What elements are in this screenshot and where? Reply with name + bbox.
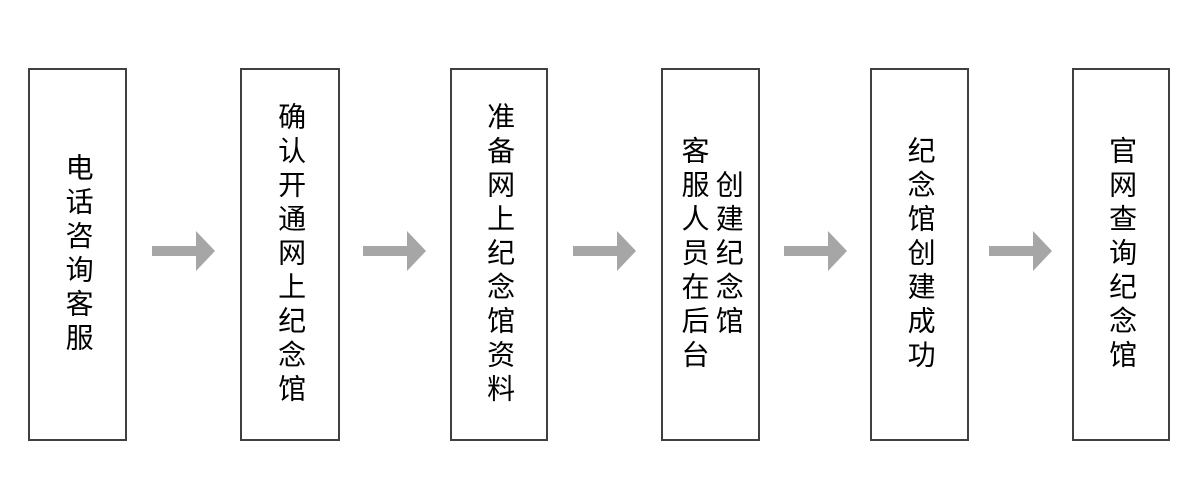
step-4-label-col-1: 客服人员在后台 [678,135,710,374]
right-arrow-icon-1 [152,231,215,271]
right-arrow-icon-3 [573,231,636,271]
flow-step-box-1: 电话咨询客服 [28,68,127,441]
flow-step-box-3: 准备网上纪念馆资料 [450,68,548,441]
step-3-label: 准备网上纪念馆资料 [484,101,516,408]
step-6-label: 官网查询纪念馆 [1106,135,1138,374]
right-arrow-icon-4 [784,231,847,271]
right-arrow-icon-2 [363,231,426,271]
flow-step-box-6: 官网查询纪念馆 [1072,68,1170,441]
flow-step-box-5: 纪念馆创建成功 [870,68,969,441]
step-5-label: 纪念馆创建成功 [904,135,936,374]
right-arrow-icon-5 [989,231,1052,271]
step-4-label-col-2: 创建纪念馆 [712,169,744,340]
flow-step-box-4: 客服人员在后台 创建纪念馆 [661,68,760,441]
step-2-label: 确认开通网上纪念馆 [275,101,307,408]
flow-step-box-2: 确认开通网上纪念馆 [240,68,340,441]
step-1-label: 电话咨询客服 [62,152,94,357]
